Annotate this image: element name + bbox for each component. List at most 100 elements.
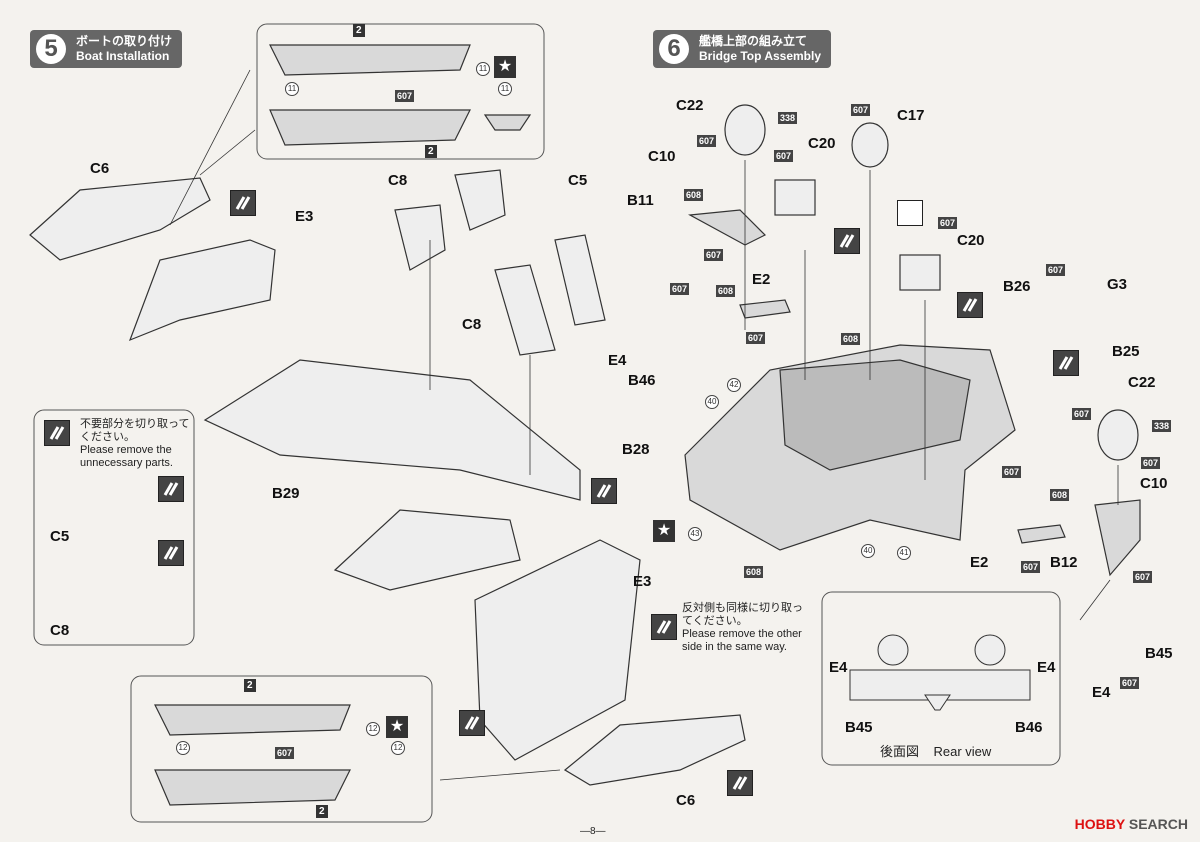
part-label: B25 [1112,343,1140,360]
no-glue-icon [897,200,923,226]
part-label: E4 [1037,659,1056,676]
step-number: 6 [659,34,689,64]
paint-code: 607 [1046,264,1066,276]
part-label: C10 [1140,475,1168,492]
part-label: G3 [1107,276,1128,293]
cut-icon [651,614,677,640]
part-label: B11 [627,192,654,209]
part-label: C5 [50,528,70,545]
cut-icon [230,190,256,216]
brand-a: HOBBY [1074,816,1125,832]
page-number: —8— [580,826,606,837]
rear-view-caption: 後面図 Rear view [880,745,991,758]
color-circle: 42 [727,378,741,392]
part-label: C22 [1128,374,1156,391]
star-icon: ★ [653,520,675,542]
paint-code: 2 [353,24,365,37]
part-label: C20 [957,232,985,249]
part-label: C20 [808,135,836,152]
step-title-jp: 艦橋上部の組み立て [699,34,808,48]
color-circle: 40 [861,544,875,558]
part-label: B29 [272,485,300,502]
paint-code: 607 [275,747,295,759]
color-circle: 40 [705,395,719,409]
step-title-jp: ボートの取り付け [76,34,173,48]
cut-icon [158,540,184,566]
other-side-note-en: Please remove the other side in the same… [682,628,802,653]
color-circle: 12 [366,722,380,736]
part-label: C5 [568,172,588,189]
part-label: C8 [50,622,70,639]
part-label: B46 [1015,719,1043,736]
part-label: E4 [1092,684,1111,701]
paint-code: 607 [1002,466,1022,478]
paint-code: 338 [1152,420,1172,432]
rear-view-en: Rear view [933,744,992,759]
remove-note: 不要部分を切り取ってください。 Please remove the unnece… [80,418,190,470]
remove-note-en: Please remove the unnecessary parts. [80,444,173,469]
remove-note-jp: 不要部分を切り取ってください。 [80,418,190,443]
paint-code: 607 [851,104,871,116]
paint-code: 607 [1072,408,1092,420]
paint-code: 607 [1120,677,1140,689]
paint-code: 607 [938,217,958,229]
brand-b: SEARCH [1128,816,1188,832]
part-label: C8 [462,316,482,333]
color-circle: 11 [498,82,512,96]
part-label: B28 [622,441,650,458]
watermark-logo: HOBBY SEARCH [1075,816,1188,832]
cut-icon [834,228,860,254]
part-label: C17 [897,107,925,124]
paint-code: 607 [395,90,415,102]
other-side-note-jp: 反対側も同様に切り取ってください。 [682,602,803,627]
paint-code: 608 [684,189,704,201]
part-label: B45 [1145,645,1173,662]
part-label: C10 [648,148,676,165]
paint-code: 607 [670,283,690,295]
cut-icon [459,710,485,736]
paint-code: 608 [1050,489,1070,501]
step-number: 5 [36,34,66,64]
cut-icon [1053,350,1079,376]
paint-code: 607 [704,249,724,261]
color-circle: 43 [688,527,702,541]
paint-code: 607 [1133,571,1153,583]
part-label: B26 [1003,278,1031,295]
color-circle: 11 [285,82,299,96]
paint-code: 2 [425,145,437,158]
paint-code: 607 [1141,457,1161,469]
part-label: C6 [90,160,110,177]
part-label: E2 [752,271,771,288]
color-circle: 11 [476,62,490,76]
step-5-header: 5 ボートの取り付け Boat Installation [30,30,183,68]
part-label: E3 [633,573,652,590]
rear-view-jp: 後面図 [880,744,920,759]
part-label: B46 [628,372,656,389]
other-side-note: 反対側も同様に切り取ってください。 Please remove the othe… [682,602,812,654]
part-label: B45 [845,719,873,736]
star-icon: ★ [386,716,408,738]
paint-code: 338 [778,112,798,124]
paint-code: 607 [746,332,766,344]
paint-code: 608 [841,333,861,345]
part-label: C22 [676,97,704,114]
paint-code: 607 [774,150,794,162]
paint-code: 607 [697,135,717,147]
color-circle: 12 [176,741,190,755]
part-label: E2 [970,554,989,571]
color-circle: 12 [391,741,405,755]
cut-icon [957,292,983,318]
paint-code: 607 [1021,561,1041,573]
part-label: C6 [676,792,696,809]
step-title-en: Bridge Top Assembly [699,49,822,63]
cut-icon [158,476,184,502]
cut-icon [44,420,70,446]
step-6-header: 6 艦橋上部の組み立て Bridge Top Assembly [653,30,832,68]
cut-icon [727,770,753,796]
paint-code: 608 [744,566,764,578]
part-label: B12 [1050,554,1078,571]
color-circle: 41 [897,546,911,560]
cut-icon [591,478,617,504]
